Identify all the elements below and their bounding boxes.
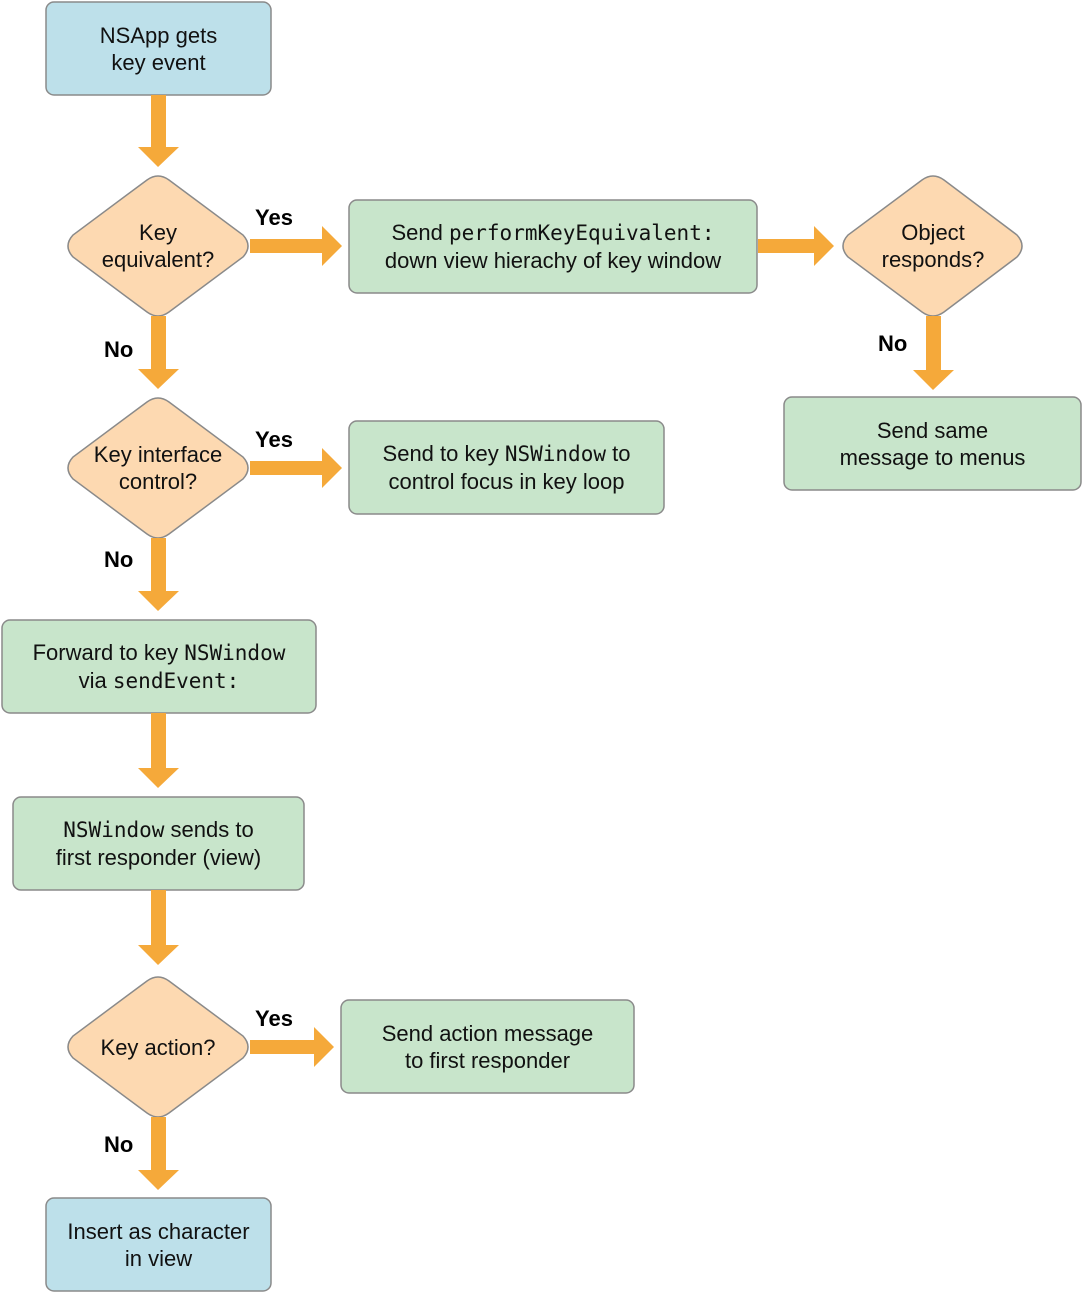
nswindow-sends-post: sends to xyxy=(164,817,254,842)
arrow-key-action-yes xyxy=(250,1027,334,1067)
edge-label-no-key-equivalent: No xyxy=(104,337,134,362)
send-menus-box xyxy=(783,396,1082,491)
edge-label-yes-key-equivalent: Yes xyxy=(255,205,293,230)
object-responds-diamond xyxy=(842,175,1023,317)
forward-code1: NSWindow xyxy=(184,640,286,665)
key-interface-diamond xyxy=(67,397,249,539)
nswindow-sends-label: NSWindow sends to first responder (view) xyxy=(13,797,304,890)
forward-label: Forward to key NSWindow via sendEvent: xyxy=(2,620,316,713)
forward-code2: sendEvent: xyxy=(112,668,240,693)
edge-label-no-object-responds: No xyxy=(878,331,908,356)
arrow-key-equivalent-no xyxy=(138,316,179,389)
key-action-line1: Key action? xyxy=(100,1034,216,1060)
send-menus-line1: Send same xyxy=(876,417,989,443)
arrow-start-to-key-equivalent xyxy=(138,95,179,167)
send-perform-box xyxy=(348,199,758,294)
key-interface-line2: control? xyxy=(118,469,198,494)
key-interface-line1: Key interface xyxy=(93,442,223,467)
edge-label-no-key-interface: No xyxy=(104,547,134,572)
edge-label-yes-key-action: Yes xyxy=(255,1006,293,1031)
nswindow-sends-code: NSWindow xyxy=(63,818,165,842)
send-key-window-label: Send to key NSWindow to control focus in … xyxy=(349,421,664,514)
insert-char-line2: in view xyxy=(124,1245,193,1271)
arrow-key-equivalent-yes xyxy=(250,226,342,266)
send-action-line2: to first responder xyxy=(404,1047,571,1073)
object-responds-line2: responds? xyxy=(881,247,985,272)
arrow-object-responds-no xyxy=(913,316,954,390)
arrow-key-action-no xyxy=(138,1117,179,1190)
edge-label-yes-key-interface: Yes xyxy=(255,427,293,452)
send-key-window-code: NSWindow xyxy=(504,442,606,466)
forward-pre1: Forward to key xyxy=(32,639,185,665)
key-equivalent-line2: equivalent? xyxy=(101,247,215,272)
arrow-nswindow-to-key-action xyxy=(138,890,179,965)
arrow-key-interface-no xyxy=(138,538,179,611)
send-key-window-post: to xyxy=(606,441,631,466)
send-key-window-pre: Send to key xyxy=(382,441,505,466)
send-menus-line2: message to menus xyxy=(839,444,1026,470)
insert-char-box xyxy=(45,1197,272,1292)
arrow-perform-to-object-responds xyxy=(758,226,834,266)
object-responds-line1: Object xyxy=(901,220,965,245)
send-key-window-box xyxy=(348,420,665,515)
key-equivalent-line1: Key xyxy=(139,220,177,245)
arrow-key-interface-yes xyxy=(250,448,342,488)
key-action-diamond xyxy=(67,976,249,1118)
start-label-line2: key event xyxy=(111,49,206,75)
arrow-forward-to-nswindow xyxy=(138,713,179,788)
key-equivalent-diamond xyxy=(67,175,249,317)
send-perform-pre: Send xyxy=(391,220,449,245)
send-perform-label: Send performKeyEquivalent: down view hier… xyxy=(349,200,757,293)
insert-char-line1: Insert as character xyxy=(67,1218,250,1244)
edge-label-no-key-action: No xyxy=(104,1132,134,1157)
send-key-window-line2: control focus in key loop xyxy=(388,469,625,494)
send-action-box xyxy=(340,999,635,1094)
send-action-line1: Send action message xyxy=(381,1020,594,1046)
key-action-label: Key action? xyxy=(63,973,253,1121)
forward-pre2: via xyxy=(78,667,113,693)
send-perform-line2: down view hierachy of key window xyxy=(384,248,722,273)
start-label-line1: NSApp gets xyxy=(99,22,218,48)
nswindow-sends-line2: first responder (view) xyxy=(55,845,262,870)
send-perform-code: performKeyEquivalent: xyxy=(448,221,715,245)
